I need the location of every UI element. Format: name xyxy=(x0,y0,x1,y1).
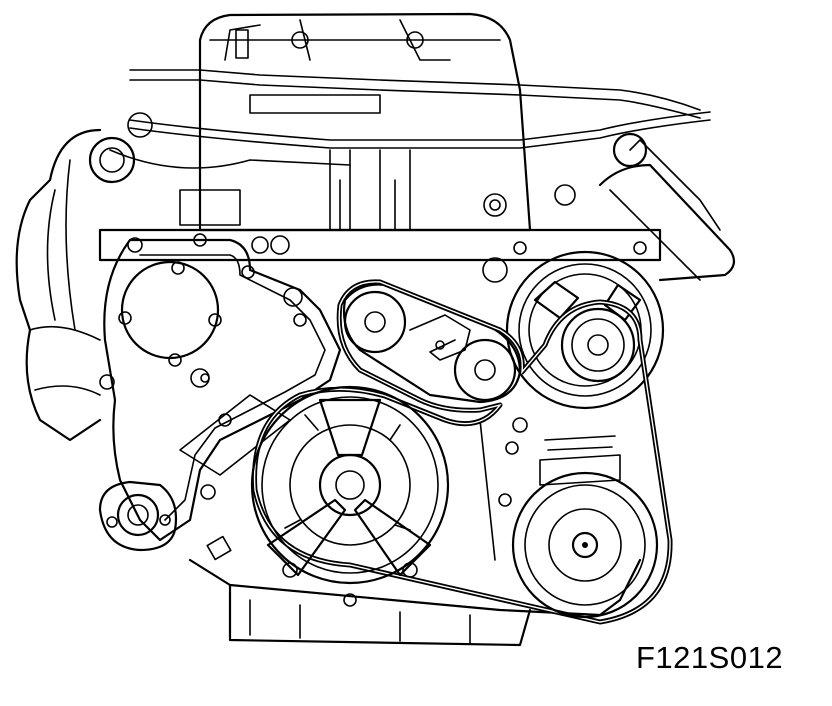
fuel-lines xyxy=(109,69,711,169)
alternator-pulley xyxy=(511,471,659,619)
valve-cover xyxy=(198,12,532,232)
intake-pipe xyxy=(598,132,736,282)
bolts xyxy=(193,233,647,383)
exhaust-manifold xyxy=(15,128,136,442)
idler-pulley xyxy=(560,307,636,383)
crankshaft-pulley xyxy=(250,385,450,585)
timing-cover xyxy=(99,237,342,542)
figure-code-label: F121S012 xyxy=(636,640,784,675)
drive-belt xyxy=(252,279,673,625)
cylinder-block xyxy=(98,149,662,283)
